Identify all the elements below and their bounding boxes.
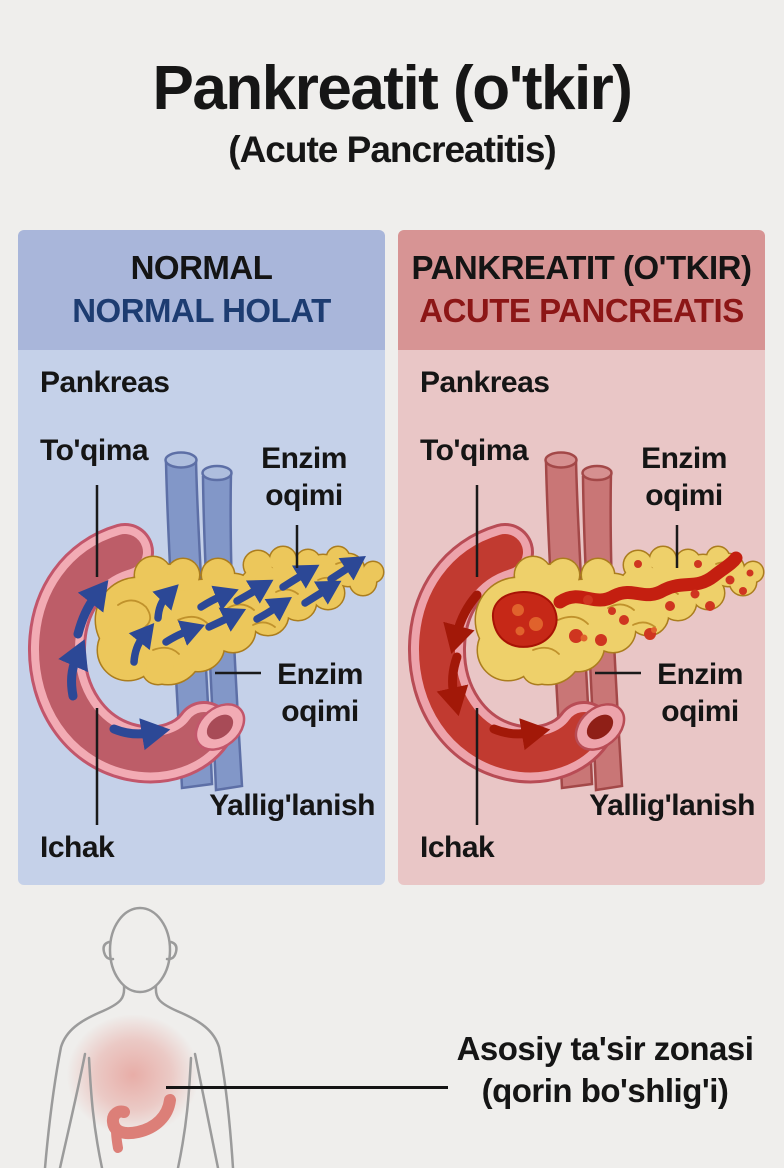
panel-normal-header: NORMAL NORMAL HOLAT [18,229,385,350]
panel-acute-header: PANKREATIT (O'TKIR) ACUTE PANCREATIS [398,229,765,350]
panel-normal-illustration: Pankreas To'qima Enzim oqimi Enzim oqimi… [18,349,385,885]
label-ichak: Ichak [40,830,115,864]
body-outline [43,906,235,1168]
label-toqima: To'qima [40,433,149,467]
impact-zone-note-line1: Asosiy ta'sir zonasi [456,1030,754,1067]
label-enzim-oqimi-top: Enzim oqimi [261,441,347,512]
enzyme-flow-arrows [128,555,366,666]
duodenum-flow-arrows [58,579,171,751]
page-title: Pankreatit (o'tkir) [152,54,633,123]
inflammation [491,551,754,648]
page-subtitle: (Acute Pancreatitis) [228,129,557,171]
duodenum-squiggle [106,1094,176,1153]
note-pointer-line [166,1086,448,1089]
label-enzim-oqimi-top: Enzim oqimi [641,441,727,512]
panel-normal-title: NORMAL [130,249,273,287]
impact-zone-note: Asosiy ta'sir zonasi (qorin bo'shlig'i) [450,1028,760,1112]
human-figure [43,906,235,1168]
panel-acute-subtitle: ACUTE PANCREATIS [419,292,744,330]
duodenum-flow-arrows [436,590,551,751]
comparison-panels: NORMAL NORMAL HOLAT [0,229,784,885]
panel-acute-illustration: Pankreas To'qima Enzim oqimi Enzim oqimi… [398,349,765,885]
panel-normal-subtitle: NORMAL HOLAT [72,292,331,330]
panel-normal: NORMAL NORMAL HOLAT [18,229,385,885]
acute-pancreas-diagram [436,452,765,827]
label-enzim-oqimi-mid: Enzim oqimi [277,657,363,728]
label-toqima: To'qima [420,433,529,467]
panel-acute: PANKREATIT (O'TKIR) ACUTE PANCREATIS [398,229,765,885]
panel-acute-title: PANKREATIT (O'TKIR) [411,249,752,287]
impact-zone-note-line2: (qorin bo'shlig'i) [481,1072,729,1109]
label-yalliglanish: Yallig'lanish [209,788,375,822]
label-pankreas: Pankreas [420,365,550,399]
label-pankreas: Pankreas [40,365,170,399]
pain-zone-glow [48,997,218,1153]
label-ichak: Ichak [420,830,495,864]
label-enzim-oqimi-mid: Enzim oqimi [657,657,743,728]
normal-pancreas-diagram [56,452,385,827]
label-yalliglanish: Yallig'lanish [589,788,755,822]
